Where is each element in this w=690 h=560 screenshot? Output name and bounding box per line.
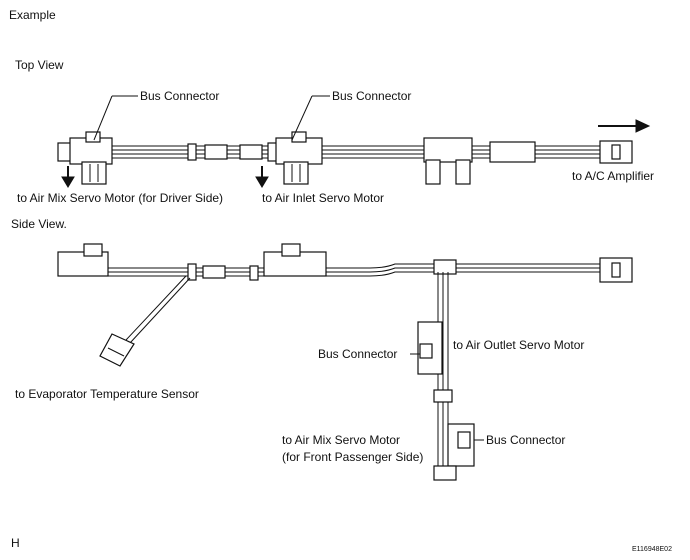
- top-clip-1: [187, 143, 197, 161]
- side-view-harness: [57, 243, 633, 481]
- side-junction-clip: [433, 259, 457, 275]
- side-clip-3: [433, 389, 453, 403]
- bus-connector-label-2: Bus Connector: [332, 89, 411, 103]
- air-mix-driver-label: to Air Mix Servo Motor (for Driver Side): [17, 191, 223, 205]
- example-label: Example: [9, 8, 56, 22]
- bus-connector-label-3: Bus Connector: [318, 347, 397, 361]
- top-tube-2: [239, 144, 263, 160]
- arrow-down-icon: [61, 166, 75, 188]
- top-twin-connector: [423, 137, 473, 185]
- air-inlet-label: to Air Inlet Servo Motor: [262, 191, 384, 205]
- evap-sensor-label: to Evaporator Temperature Sensor: [15, 387, 199, 401]
- evaporator-sensor: [99, 333, 135, 367]
- arrow-down-icon: [255, 166, 269, 188]
- side-branch-end: [433, 465, 457, 481]
- air-mix-passenger-label-1: to Air Mix Servo Motor: [282, 433, 400, 447]
- top-view-harness: [57, 95, 651, 188]
- bus-connector-label-1: Bus Connector: [140, 89, 219, 103]
- top-bus-connector-2: [267, 131, 323, 185]
- side-view-label: Side View.: [11, 217, 67, 231]
- side-bus-connector-outlet: [417, 321, 443, 375]
- arrow-right-icon: [598, 119, 651, 133]
- air-outlet-label: to Air Outlet Servo Motor: [453, 338, 584, 352]
- side-clip-2: [249, 265, 259, 281]
- top-view-label: Top View: [15, 58, 64, 72]
- side-tube-1: [202, 265, 226, 279]
- top-tube-3: [489, 141, 536, 163]
- bus-connector-label-4: Bus Connector: [486, 433, 565, 447]
- figure-code: E116948E02: [632, 546, 672, 553]
- top-bus-connector-1: [69, 131, 113, 185]
- top-tube-1: [204, 144, 228, 160]
- air-mix-passenger-label-2: (for Front Passenger Side): [282, 450, 423, 464]
- ac-amplifier-label: to A/C Amplifier: [572, 169, 654, 183]
- side-clip-1: [187, 263, 197, 281]
- corner-h-label: H: [11, 536, 20, 550]
- side-bus-connector-passenger: [447, 423, 475, 467]
